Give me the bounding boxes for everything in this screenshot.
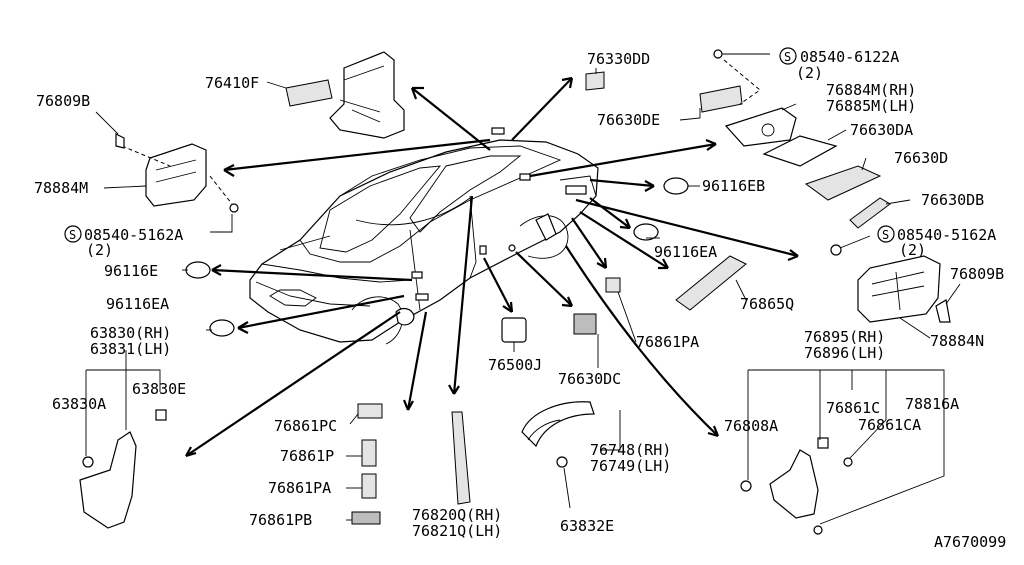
part-76630DA: [762, 135, 838, 167]
label-08540-6122A: 08540-6122A: [800, 48, 899, 66]
part-labels: 76410F 76330DD 08540-6122A (2) 76809B 76…: [34, 48, 1006, 551]
part-78884M: [115, 133, 239, 213]
label-76808A: 76808A: [724, 417, 778, 435]
part-76861PA-t: [605, 277, 621, 293]
label-08540-5162A-right: 08540-5162A: [897, 226, 996, 244]
label-76895: 76895(RH): [804, 328, 885, 346]
car-body: [249, 127, 599, 345]
part-76630DE: [699, 85, 743, 113]
label-76861CA: 76861CA: [858, 416, 921, 434]
s-mark-2: S: [69, 228, 76, 242]
label-qty-5162A-left: (2): [86, 241, 113, 259]
part-76861PB: [351, 511, 381, 525]
label-78884M: 78884M: [34, 179, 88, 197]
label-76500J: 76500J: [488, 356, 542, 374]
label-76630DC: 76630DC: [558, 370, 621, 388]
label-08540-5162A-left: 08540-5162A: [84, 226, 183, 244]
label-76410F: 76410F: [205, 74, 259, 92]
part-76410F: [285, 51, 405, 139]
plug-96116EB: [663, 177, 689, 195]
label-63831: 63831(LH): [90, 340, 171, 358]
part-76330DD: [585, 71, 605, 91]
label-78816A: 78816A: [905, 395, 959, 413]
part-76884M: [724, 107, 797, 147]
label-76821Q: 76821Q(LH): [412, 522, 502, 540]
label-63832E: 63832E: [560, 517, 614, 535]
label-78884N: 78884N: [930, 332, 984, 350]
label-63830: 63830(RH): [90, 324, 171, 342]
s-mark-3: S: [882, 228, 889, 242]
part-76630DB: [849, 197, 891, 229]
plug-96116EA-r: [633, 223, 659, 241]
label-76630DA: 76630DA: [850, 121, 913, 139]
leader-lines: [85, 53, 961, 525]
mudguard-rear: [740, 437, 853, 535]
label-76809B-left: 76809B: [36, 92, 90, 110]
label-96116EA-left: 96116EA: [106, 295, 169, 313]
part-76861PC: [357, 403, 383, 419]
label-76865Q: 76865Q: [740, 295, 794, 313]
part-76630D: [804, 165, 882, 201]
fasteners: [64, 47, 895, 243]
diagram-code: A7670099: [934, 533, 1006, 551]
label-76809B-right: 76809B: [950, 265, 1004, 283]
label-96116EB: 96116EB: [702, 177, 765, 195]
label-76820Q: 76820Q(RH): [412, 506, 502, 524]
part-76865Q: [675, 255, 747, 311]
part-76861P: [361, 439, 377, 467]
label-96116EA-right: 96116EA: [654, 243, 717, 261]
label-76861PC: 76861PC: [274, 417, 337, 435]
label-76861C: 76861C: [826, 399, 880, 417]
label-76885M: 76885M(LH): [826, 97, 916, 115]
label-76748: 76748(RH): [590, 441, 671, 459]
label-76884M: 76884M(RH): [826, 81, 916, 99]
part-78884N: [830, 244, 951, 323]
label-76630DE: 76630DE: [597, 111, 660, 129]
part-76820Q: [451, 411, 471, 505]
label-76330DD: 76330DD: [587, 50, 650, 68]
mudguard-front: [79, 409, 167, 529]
label-63830E: 63830E: [132, 380, 186, 398]
plug-96116E: [185, 261, 211, 279]
part-76748: [521, 401, 595, 468]
label-76630D: 76630D: [894, 149, 948, 167]
label-63830A: 63830A: [52, 395, 106, 413]
label-76861PA-bottom: 76861PA: [268, 479, 331, 497]
part-76500J: [501, 317, 527, 343]
label-96116E: 96116E: [104, 262, 158, 280]
label-76896: 76896(LH): [804, 344, 885, 362]
label-76861P: 76861P: [280, 447, 334, 465]
label-qty-5162A-right: (2): [899, 241, 926, 259]
label-qty-6122A: (2): [796, 64, 823, 82]
s-mark-1: S: [784, 50, 791, 64]
part-76861PA-b: [361, 473, 377, 499]
arrows: [185, 76, 799, 458]
label-76861PA-top: 76861PA: [636, 333, 699, 351]
part-76630DC: [573, 313, 597, 335]
plug-96116EA-l: [209, 319, 235, 337]
label-76749: 76749(LH): [590, 457, 671, 475]
label-76861PB: 76861PB: [249, 511, 312, 529]
label-76630DB: 76630DB: [921, 191, 984, 209]
